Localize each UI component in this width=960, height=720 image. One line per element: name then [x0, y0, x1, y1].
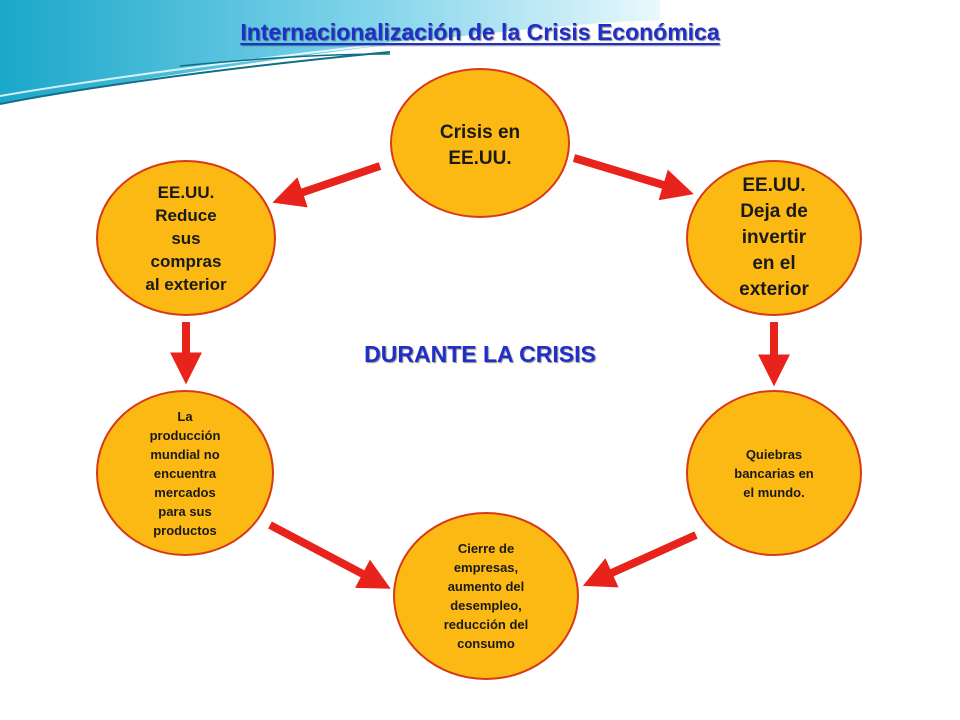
- node-deja-de-invertir: EE.UU. Deja de invertir en el exterior: [686, 160, 862, 316]
- header-wave-decoration: [0, 0, 660, 105]
- node-reduce-compras: EE.UU. Reduce sus compras al exterior: [96, 160, 276, 316]
- node-produccion-mundial: La producción mundial no encuentra merca…: [96, 390, 274, 556]
- arrow-crisis-to-invertir: [572, 154, 694, 201]
- node-crisis-eeuu: Crisis en EE.UU.: [390, 68, 570, 218]
- center-label: DURANTE LA CRISIS: [364, 341, 596, 367]
- arrow-crisis-to-reduce: [272, 162, 382, 208]
- arrow-produccion-to-cierre: [268, 521, 391, 589]
- arrow-quiebras-to-cierre: [582, 531, 698, 588]
- node-quiebras-bancarias: Quiebras bancarias en el mundo.: [686, 390, 862, 556]
- diagram-title: Internacionalización de la Crisis Económ…: [240, 19, 720, 45]
- node-cierre-empresas: Cierre de empresas, aumento del desemple…: [393, 512, 579, 680]
